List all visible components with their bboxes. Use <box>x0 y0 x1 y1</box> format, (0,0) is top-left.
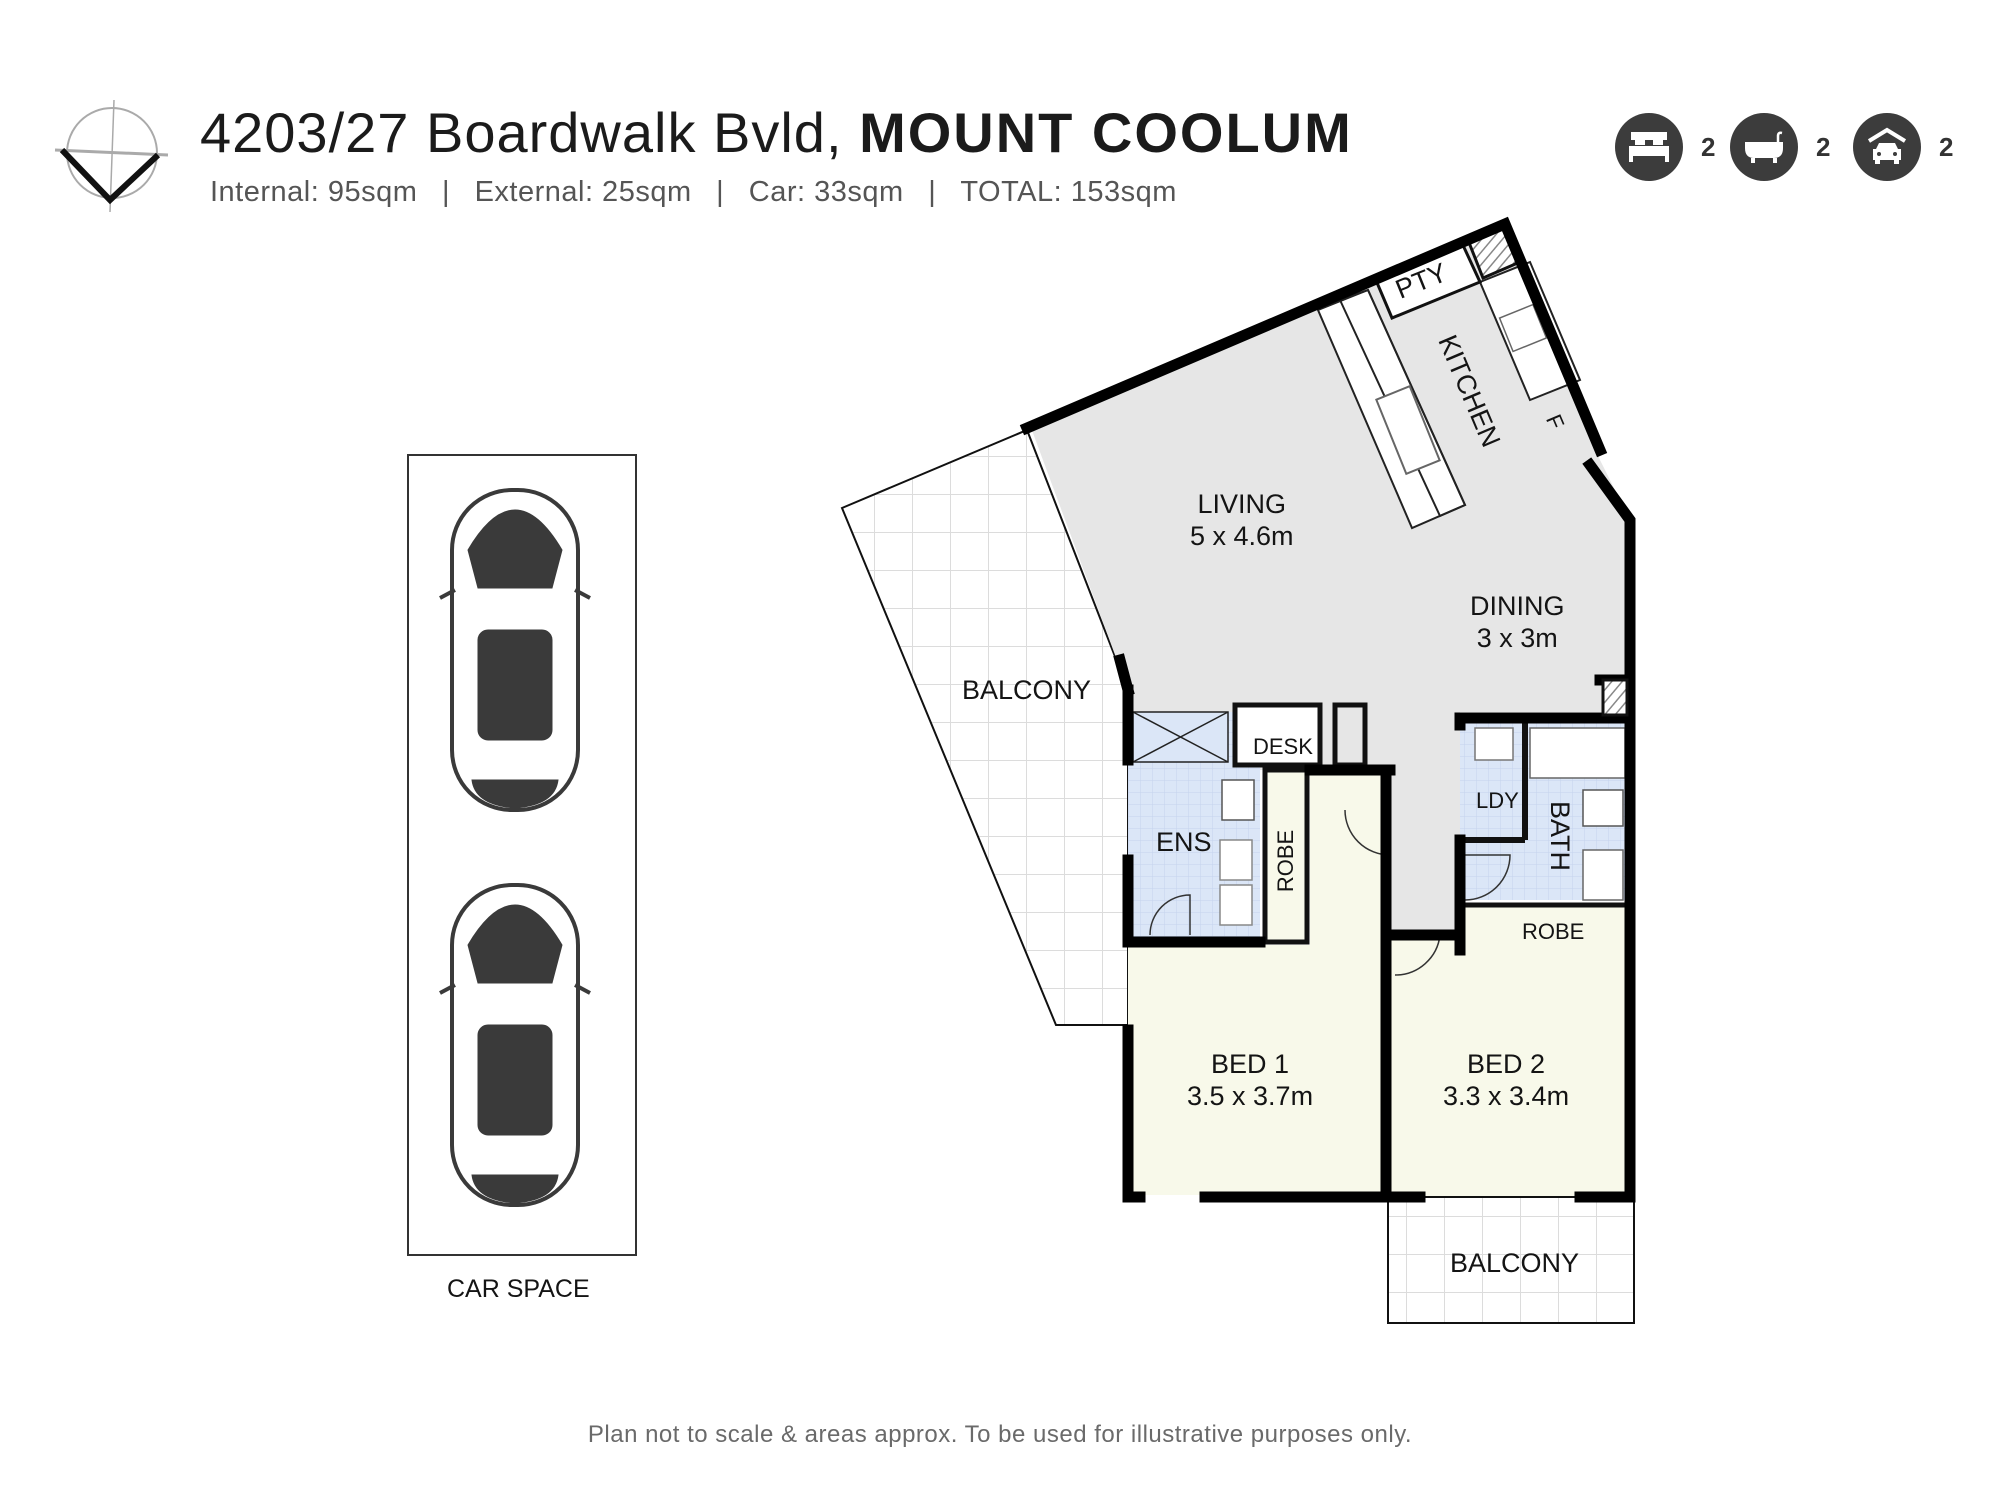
room-size: 3 x 3m <box>1476 623 1558 653</box>
suburb-name: MOUNT COOLUM <box>859 101 1353 164</box>
total-area: TOTAL: 153sqm <box>960 176 1177 208</box>
parking-feature: 2 <box>1853 113 1953 181</box>
room-name: BED 2 <box>1467 1049 1546 1079</box>
parking-count: 2 <box>1939 131 1954 162</box>
room-bed-1: BED 1 3.5 x 3.7m <box>1187 1048 1313 1112</box>
area-summary: Internal: 95sqm | External: 25sqm | Car:… <box>210 176 1177 209</box>
room-bathroom: BATH <box>1545 800 1576 872</box>
car-icon <box>439 883 591 1207</box>
room-balcony-main: BALCONY <box>962 675 1092 705</box>
bathrooms-feature: 2 <box>1730 113 1830 181</box>
disclaimer: Plan not to scale & areas approx. To be … <box>587 1421 1413 1448</box>
car-area: Car: 33sqm <box>748 176 904 208</box>
room-living: LIVING 5 x 4.6m <box>1190 488 1294 552</box>
bedroom-count: 2 <box>1701 131 1716 162</box>
room-size: 3.5 x 3.7m <box>1187 1081 1314 1111</box>
bath-icon <box>1730 113 1798 181</box>
room-robe-2: ROBE <box>1522 919 1585 944</box>
room-balcony-small: BALCONY <box>1450 1248 1580 1278</box>
separator: | <box>441 176 450 208</box>
property-address-title: 4203/27 Boardwalk Bvld, MOUNT COOLUM <box>200 100 1353 165</box>
separator: | <box>716 176 725 208</box>
room-name: LIVING <box>1197 489 1287 519</box>
room-name: DINING <box>1470 591 1565 621</box>
external-area: External: 25sqm <box>474 176 692 208</box>
car-space-label: CAR SPACE <box>447 1275 590 1303</box>
logo-compass-icon <box>54 99 169 213</box>
room-robe-1: ROBE <box>1273 829 1299 893</box>
room-name: BED 1 <box>1211 1049 1290 1079</box>
room-bed-2: BED 2 3.3 x 3.4m <box>1443 1048 1569 1112</box>
room-dining: DINING 3 x 3m <box>1470 590 1565 654</box>
room-size: 5 x 4.6m <box>1190 521 1294 551</box>
internal-area: Internal: 95sqm <box>210 176 418 208</box>
bed-icon <box>1615 113 1683 181</box>
room-desk: DESK <box>1253 734 1313 759</box>
room-ensuite: ENS <box>1156 827 1212 857</box>
room-size: 3.3 x 3.4m <box>1443 1081 1570 1111</box>
street-address: 4203/27 Boardwalk Bvld, <box>200 101 843 164</box>
room-laundry: LDY <box>1476 788 1519 813</box>
bedrooms-feature: 2 <box>1615 113 1715 181</box>
garage-car-icon <box>1853 113 1921 181</box>
separator: | <box>928 176 937 208</box>
bathroom-count: 2 <box>1816 131 1831 162</box>
car-icon <box>439 488 591 812</box>
